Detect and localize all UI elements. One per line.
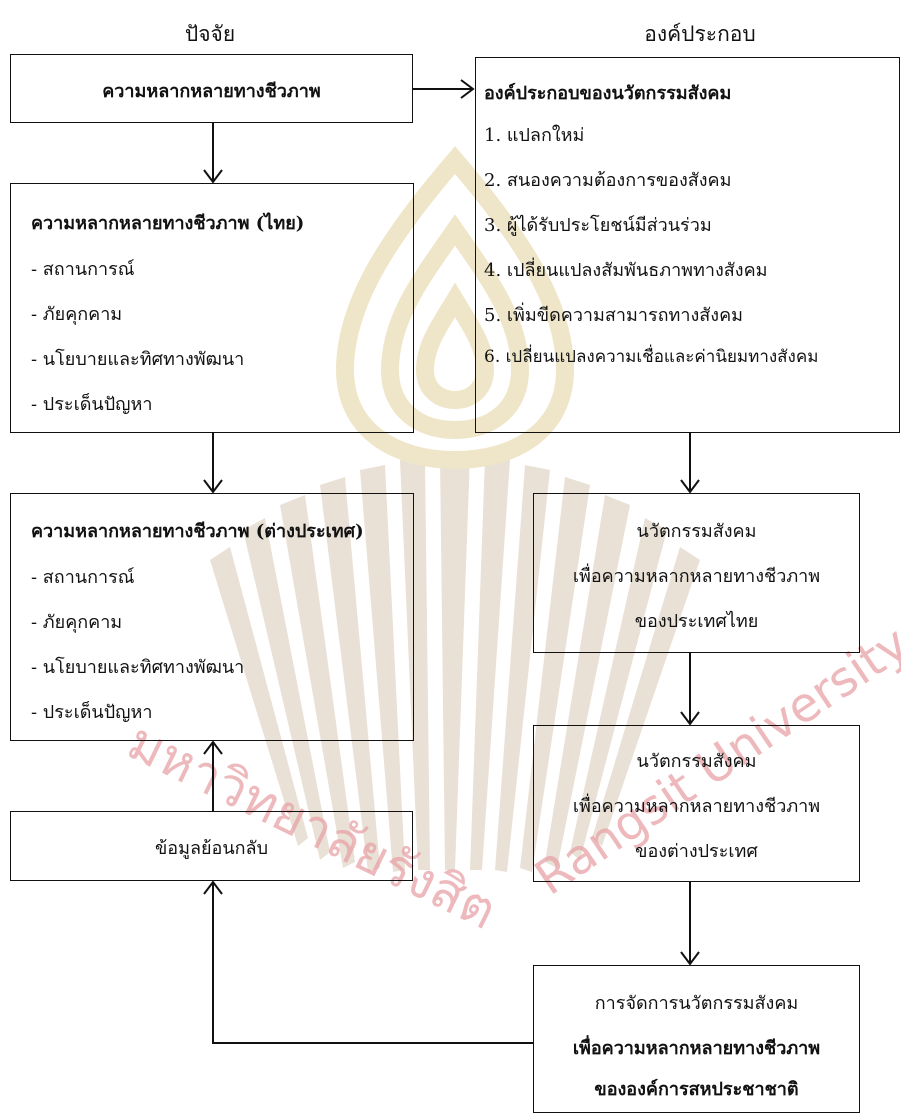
box-foreign-item: - สถานการณ์: [31, 567, 135, 588]
arrow-head: [203, 880, 223, 895]
arrow-head: [680, 951, 700, 966]
box-biodiversity-foreign: ความหลากหลายทางชีวภาพ (ต่างประเทศ) - สถา…: [10, 493, 414, 741]
box-innovation-thai-line: นวัตกรรมสังคม: [636, 521, 757, 542]
box-innovation-foreign-line: นวัตกรรมสังคม: [636, 751, 757, 772]
box-components-title: องค์ประกอบของนวัตกรรมสังคม: [484, 83, 732, 104]
box-components: องค์ประกอบของนวัตกรรมสังคม 1. แปลกใหม่ 2…: [475, 57, 900, 433]
arrow-head: [460, 79, 475, 99]
box-un-line: เพื่อความหลากหลายทางชีวภาพ: [572, 1038, 821, 1059]
box-feedback-label: ข้อมูลย้อนกลับ: [154, 838, 269, 859]
box-foreign-item: - ประเด็นปัญหา: [31, 702, 153, 723]
box-thai-title: ความหลากหลายทางชีวภาพ (ไทย): [31, 213, 305, 234]
box-innovation-foreign: นวัตกรรมสังคม เพื่อความหลากหลายทางชีวภาพ…: [533, 725, 860, 882]
box-components-item: 4. เปลี่ยนแปลงสัมพันธภาพทางสังคม: [484, 260, 768, 281]
box-thai-item: - ภัยคุกคาม: [31, 304, 123, 325]
header-factors: ปัจจัย: [184, 22, 236, 46]
box-biodiversity: ความหลากหลายทางชีวภาพ: [10, 54, 413, 123]
box-innovation-thai-line: ของประเทศไทย: [634, 611, 759, 632]
box-thai-item: - สถานการณ์: [31, 259, 135, 280]
box-un-line: ขององค์การสหประชาชาติ: [594, 1079, 799, 1100]
arrow-head: [203, 479, 223, 494]
box-biodiversity-thai: ความหลากหลายทางชีวภาพ (ไทย) - สถานการณ์ …: [10, 183, 414, 433]
box-un-management: การจัดการนวัตกรรมสังคม เพื่อความหลากหลาย…: [533, 965, 860, 1113]
box-thai-item: - ประเด็นปัญหา: [31, 394, 153, 415]
box-innovation-foreign-line: ของต่างประเทศ: [635, 841, 758, 862]
box-components-item: 1. แปลกใหม่: [484, 125, 585, 146]
box-feedback: ข้อมูลย้อนกลับ: [10, 811, 413, 881]
box-foreign-title: ความหลากหลายทางชีวภาพ (ต่างประเทศ): [31, 521, 364, 542]
box-components-item: 5. เพิ่มขีดความสามารถทางสังคม: [484, 305, 743, 326]
arrow-head: [680, 711, 700, 726]
box-innovation-thai-line: เพื่อความหลากหลายทางชีวภาพ: [572, 566, 821, 587]
box-components-item: 3. ผู้ได้รับประโยชน์มีส่วนร่วม: [484, 215, 712, 236]
box-thai-item: - นโยบายและทิศทางพัฒนา: [31, 349, 245, 370]
box-components-item: 2. สนองความต้องการของสังคม: [484, 170, 732, 191]
box-foreign-item: - นโยบายและทิศทางพัฒนา: [31, 657, 245, 678]
arrow-head: [680, 479, 700, 494]
box-un-line: การจัดการนวัตกรรมสังคม: [594, 993, 799, 1014]
box-innovation-foreign-line: เพื่อความหลากหลายทางชีวภาพ: [572, 796, 821, 817]
header-components: องค์ประกอบ: [644, 22, 756, 46]
box-components-item: 6. เปลี่ยนแปลงความเชื่อและค่านิยมทางสังค…: [484, 347, 819, 367]
box-foreign-item: - ภัยคุกคาม: [31, 612, 123, 633]
box-biodiversity-title: ความหลากหลายทางชีวภาพ: [102, 81, 321, 102]
box-innovation-thai: นวัตกรรมสังคม เพื่อความหลากหลายทางชีวภาพ…: [533, 493, 860, 653]
arrow-head: [203, 169, 223, 184]
